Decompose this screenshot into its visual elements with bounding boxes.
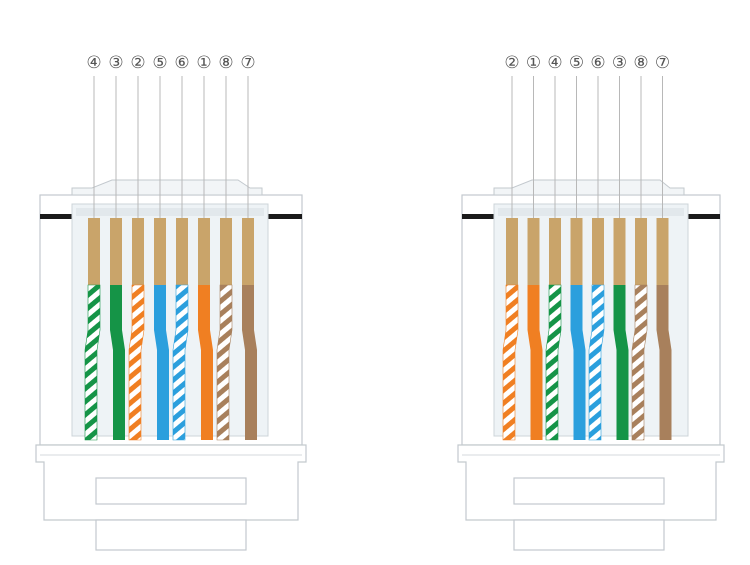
pin-label: ⑥ (174, 53, 189, 73)
gold-contact (154, 218, 166, 285)
wire-striped (588, 284, 605, 441)
gold-contact (88, 218, 100, 285)
wire-striped (502, 284, 519, 441)
gold-contact (132, 218, 144, 285)
gold-contact (198, 218, 210, 285)
wire-solid (613, 285, 629, 440)
pin-label: ⑧ (218, 53, 233, 73)
pin-label: ③ (612, 53, 627, 73)
gold-contact (506, 218, 518, 285)
gold-contact (527, 218, 540, 285)
wire-solid (198, 285, 213, 440)
pin-label: ③ (108, 53, 123, 73)
wire-solid (242, 285, 257, 440)
wire-striped (84, 284, 101, 441)
gold-contact (242, 218, 254, 285)
wire-solid (656, 285, 672, 440)
wire-solid (570, 285, 586, 440)
pin-label: ④ (86, 53, 101, 73)
boot-slot (513, 477, 665, 505)
boot-slot (95, 477, 247, 505)
pin-label: ② (504, 53, 519, 73)
wire-solid (154, 285, 169, 440)
connector-top-ridge (493, 179, 685, 196)
boot-tail (513, 519, 665, 551)
gold-contact (220, 218, 232, 285)
pin-label: ⑤ (152, 53, 167, 73)
gold-contact (549, 218, 561, 285)
gold-contact (656, 218, 669, 285)
gold-contact (613, 218, 626, 285)
connector-inner-shadow (76, 208, 264, 216)
connector-inner-panel (71, 203, 269, 437)
gold-contact (570, 218, 583, 285)
gold-contact (592, 218, 604, 285)
wire-solid (110, 285, 125, 440)
pin-label: ⑦ (240, 53, 255, 73)
pin-label: ① (526, 53, 541, 73)
pin-label: ⑦ (655, 53, 670, 73)
pin-label: ⑥ (590, 53, 605, 73)
gold-contact (635, 218, 647, 285)
pin-label: ④ (547, 53, 562, 73)
pin-label: ⑤ (569, 53, 584, 73)
gold-contact (110, 218, 122, 285)
boot-tail (95, 519, 247, 551)
wire-striped (172, 284, 189, 441)
connector-top-ridge (71, 179, 263, 196)
wire-striped (216, 284, 233, 441)
wire-striped (631, 284, 648, 441)
pin-label: ① (196, 53, 211, 73)
wire-striped (128, 284, 145, 441)
pin-label: ⑧ (633, 53, 648, 73)
connector-inner-shadow (498, 208, 684, 216)
wire-striped (545, 284, 562, 441)
gold-contact (176, 218, 188, 285)
pin-label: ② (130, 53, 145, 73)
wire-solid (527, 285, 543, 440)
